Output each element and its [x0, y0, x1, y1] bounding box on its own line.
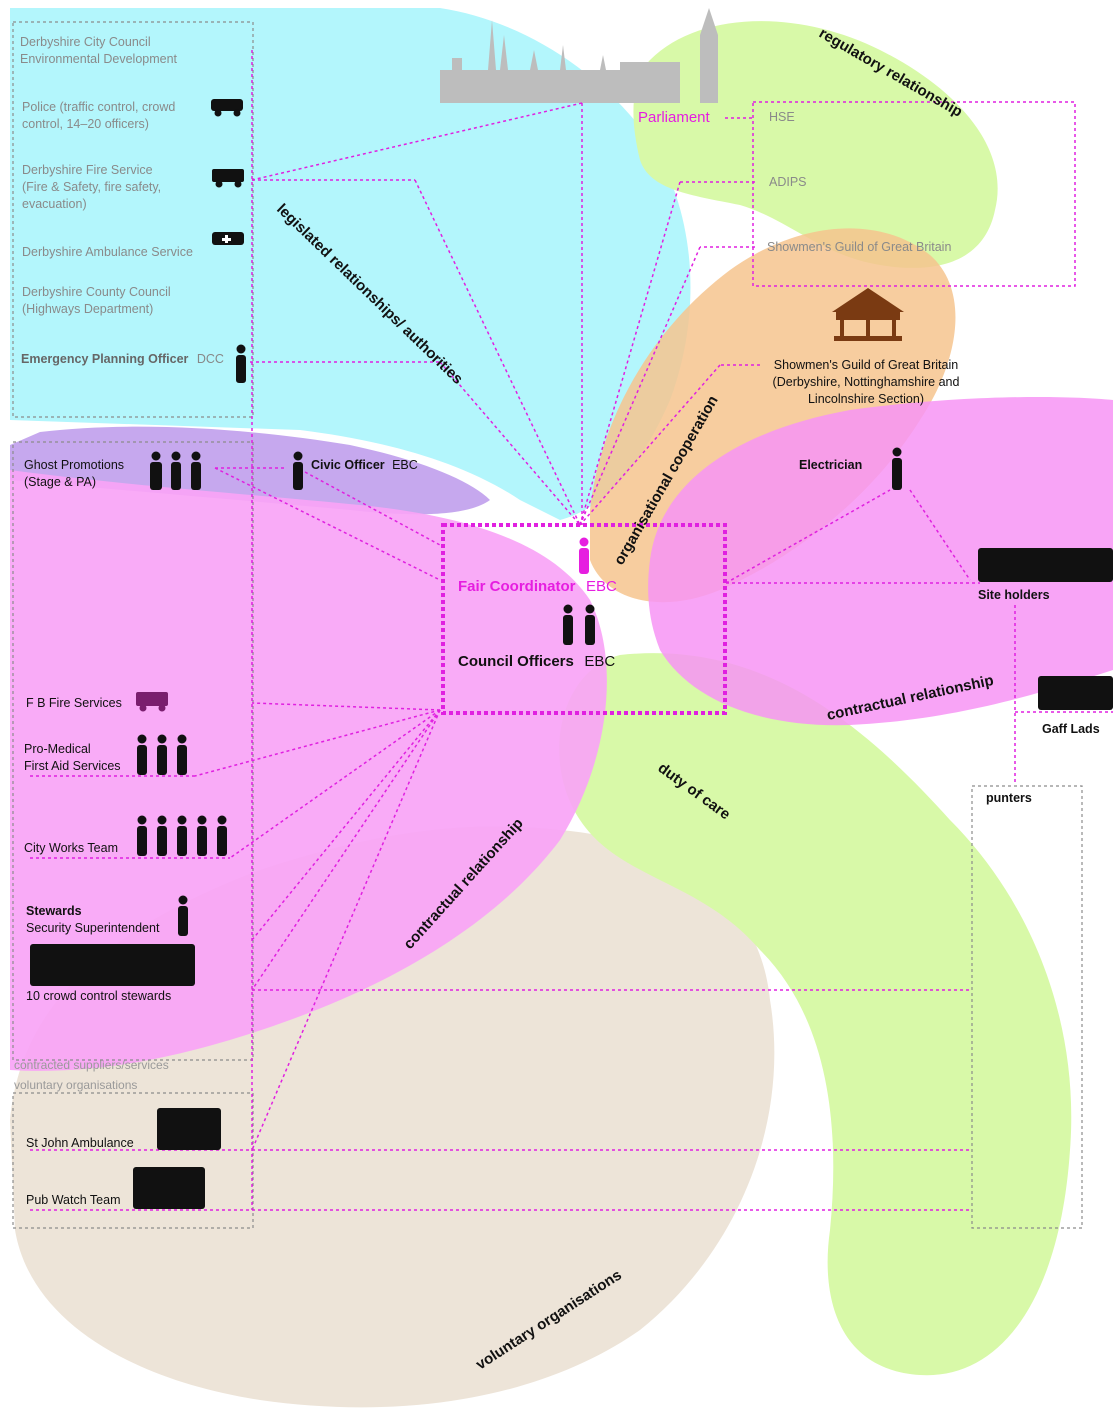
voluntary-box — [12, 1092, 254, 1229]
guild-section-line2: (Derbyshire, Nottinghamshire and — [773, 375, 960, 389]
police-van-icon — [211, 99, 243, 117]
gaff-lads-label: Gaff Lads — [1042, 722, 1100, 736]
stewards-label: Stewards — [26, 904, 82, 918]
people-icon-pub-watch — [133, 1167, 205, 1209]
guild-national-label: Showmen's Guild of Great Britain — [767, 240, 951, 254]
county-line1: Derbyshire County Council — [22, 285, 171, 299]
suppliers-box — [12, 441, 254, 1061]
purple-region-civic — [10, 426, 490, 515]
site-holders-label: Site holders — [978, 588, 1050, 602]
person-icon-electrician — [892, 447, 902, 490]
guild-section-line1: Showmen's Guild of Great Britain — [774, 358, 958, 372]
hse-label: HSE — [769, 110, 795, 124]
st-john-label: St John Ambulance — [26, 1136, 134, 1150]
parliament-label: Parliament — [638, 109, 711, 126]
punters-box — [971, 785, 1083, 1229]
people-icon-city-works — [137, 815, 227, 856]
ghost-line1: Ghost Promotions — [24, 458, 124, 472]
police-line2: control, 14–20 officers) — [22, 117, 149, 131]
people-icon-council-officers — [563, 604, 595, 645]
promed-line2: First Aid Services — [24, 759, 121, 773]
people-icon-pro-medical — [137, 734, 187, 775]
pub-watch-label: Pub Watch Team — [26, 1193, 121, 1207]
punters-label: punters — [986, 791, 1032, 805]
carousel-icon — [832, 288, 904, 341]
fire-line3: evacuation) — [22, 197, 87, 211]
authorities-box — [12, 21, 254, 418]
suppliers-box-label: contracted suppliers/services — [14, 1058, 169, 1072]
fire-line1: Derbyshire Fire Service — [22, 163, 153, 177]
crowd-stewards-label: 10 crowd control stewards — [26, 989, 171, 1003]
fair-coordinator-label: Fair Coordinator EBC — [458, 578, 617, 595]
ambulance-icon — [212, 232, 244, 245]
council-env-line2: Environmental Development — [20, 52, 178, 66]
civic-officer-label: Civic Officer EBC — [311, 456, 418, 473]
adips-label: ADIPS — [769, 175, 807, 189]
people-icon-site-holders — [978, 548, 1113, 582]
person-icon-emergency-officer — [236, 344, 246, 383]
pink-region-contractual-right — [648, 397, 1113, 726]
police-line1: Police (traffic control, crowd — [22, 100, 175, 114]
connector-lines — [30, 50, 1113, 1211]
people-icon-st-john — [157, 1108, 221, 1150]
electrician-label: Electrician — [799, 458, 862, 472]
county-line2: (Highways Department) — [22, 302, 153, 316]
promed-line1: Pro-Medical — [24, 742, 91, 756]
ambulance-label: Derbyshire Ambulance Service — [22, 245, 193, 259]
fire-line2: (Fire & Safety, fire safety, — [22, 180, 161, 194]
fb-fire-truck-icon — [136, 692, 168, 712]
security-superintendent-label: Security Superintendent — [26, 921, 160, 935]
city-works-label: City Works Team — [24, 841, 118, 855]
person-icon-security-superintendent — [178, 895, 188, 936]
green-region-regulatory — [633, 21, 998, 268]
green-region-duty-of-care — [559, 653, 1072, 1376]
person-icon-civic-officer — [293, 451, 303, 490]
pink-region-suppliers — [10, 470, 607, 1071]
fb-fire-label: F B Fire Services — [26, 696, 122, 710]
people-icon-ghost-promotions — [150, 451, 201, 490]
people-icon-gaff-lads — [1038, 676, 1113, 710]
center-box — [441, 523, 727, 715]
person-icon-fair-coordinator — [579, 537, 589, 574]
parliament-icon — [440, 8, 718, 103]
people-icon-crowd-stewards — [30, 944, 195, 986]
council-env-line1: Derbyshire City Council — [20, 35, 151, 49]
ghost-line2: (Stage & PA) — [24, 475, 96, 489]
cyan-region-authorities — [10, 8, 691, 520]
emergency-officer-label: Emergency Planning Officer DCC — [21, 350, 224, 367]
fire-truck-icon — [212, 169, 244, 188]
voluntary-box-label: voluntary organisations — [14, 1078, 137, 1092]
guild-section-line3: Lincolnshire Section) — [808, 392, 924, 406]
council-officers-label: Council Officers EBC — [458, 653, 615, 670]
